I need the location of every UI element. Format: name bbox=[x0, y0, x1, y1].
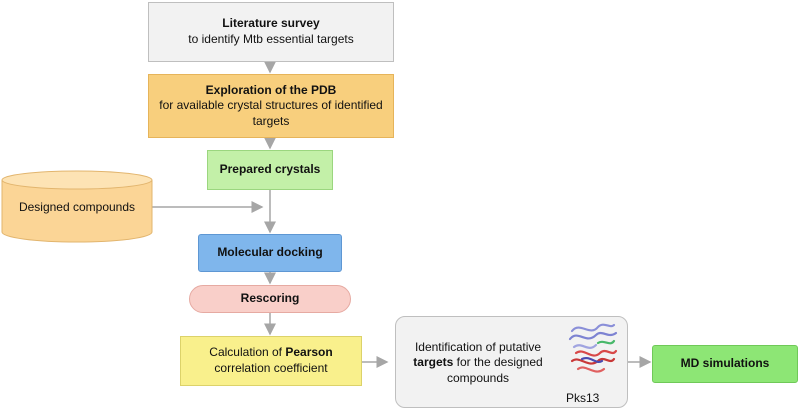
protein-structure-image bbox=[568, 323, 618, 373]
pearson-box: Calculation of Pearson correlation coeff… bbox=[180, 336, 362, 386]
designed-compounds-label: Designed compounds bbox=[18, 200, 136, 215]
literature-survey-subtitle: to identify Mtb essential targets bbox=[188, 32, 354, 46]
pearson-suffix: correlation coefficient bbox=[214, 361, 328, 375]
pdb-exploration-box: Exploration of the PDB for available cry… bbox=[148, 74, 394, 138]
pks13-caption: Pks13 bbox=[566, 391, 600, 405]
designed-compounds-cylinder bbox=[1, 170, 153, 243]
identification-text: Identification of putative targets for t… bbox=[404, 331, 552, 395]
pearson-bold: Pearson bbox=[285, 345, 333, 360]
pdb-exploration-title: Exploration of the PDB bbox=[205, 82, 337, 97]
identification-bold: targets bbox=[413, 355, 454, 370]
prepared-crystals-box: Prepared crystals bbox=[207, 150, 333, 190]
identification-middle: for the designed bbox=[453, 355, 543, 370]
identification-suffix: compounds bbox=[446, 370, 510, 385]
molecular-docking-title: Molecular docking bbox=[217, 245, 323, 260]
rescoring-title: Rescoring bbox=[240, 291, 300, 306]
literature-survey-box: Literature survey to identify Mtb essent… bbox=[148, 2, 394, 62]
pearson-prefix: Calculation of bbox=[209, 345, 286, 360]
molecular-docking-box: Molecular docking bbox=[198, 234, 342, 272]
pdb-exploration-subtitle: for available crystal structures of iden… bbox=[159, 98, 383, 128]
rescoring-box: Rescoring bbox=[189, 285, 351, 313]
md-simulations-title: MD simulations bbox=[680, 356, 770, 371]
identification-box: Identification of putative targets for t… bbox=[395, 316, 628, 408]
literature-survey-title: Literature survey bbox=[222, 16, 320, 31]
prepared-crystals-title: Prepared crystals bbox=[219, 162, 321, 177]
md-simulations-box: MD simulations bbox=[652, 345, 798, 383]
identification-prefix: Identification of putative bbox=[414, 339, 542, 354]
